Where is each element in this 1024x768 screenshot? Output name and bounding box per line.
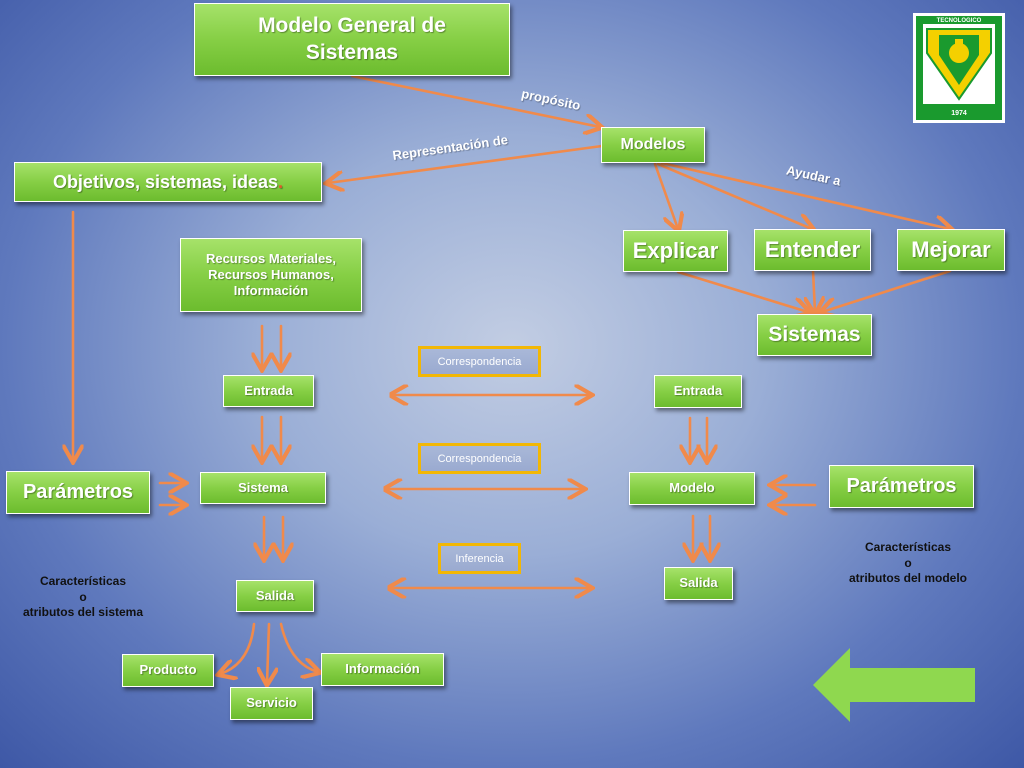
note-right-line2: o <box>904 555 912 570</box>
node-objetivos[interactable]: Objetivos, sistemas, ideas. <box>14 162 322 202</box>
node-parametros-right[interactable]: Parámetros <box>829 465 974 508</box>
note-right-line3: atributos del modelo <box>848 571 967 586</box>
back-arrow-icon[interactable] <box>813 648 975 722</box>
node-producto[interactable]: Producto <box>122 654 214 687</box>
note-left: Características o atributos del sistema <box>10 574 156 621</box>
node-entender[interactable]: Entender <box>754 229 871 271</box>
arrow-explicar-sistemas <box>676 270 808 312</box>
arrow-modelos-entender <box>656 162 812 229</box>
institute-logo: TECNOLOGICO 1974 <box>913 13 1005 123</box>
node-salida-right[interactable]: Salida <box>664 567 733 600</box>
arrow-mejorar-sistemas <box>822 269 952 312</box>
arrow-entender-sistemas <box>813 269 815 312</box>
recursos-line1: Recursos Materiales, <box>205 250 337 266</box>
arrow-modelos-explicar <box>653 162 678 229</box>
node-recursos[interactable]: Recursos Materiales, Recursos Humanos, I… <box>180 238 362 312</box>
node-parametros-left[interactable]: Parámetros <box>6 471 150 514</box>
node-sistemas[interactable]: Sistemas <box>757 314 872 356</box>
arrow-representacion <box>328 144 604 183</box>
node-modelos[interactable]: Modelos <box>601 127 705 163</box>
svg-text:TECNOLOGICO: TECNOLOGICO <box>937 18 982 24</box>
tag-inferencia: Inferencia <box>438 543 521 574</box>
recursos-line3: Información <box>233 283 309 299</box>
node-explicar[interactable]: Explicar <box>623 230 728 272</box>
recursos-line2: Recursos Humanos, <box>208 266 334 282</box>
tag-correspondencia-2: Correspondencia <box>418 443 541 474</box>
arrow-proposito <box>350 74 600 127</box>
note-right-line1: Características <box>864 540 952 554</box>
tag-correspondencia-1: Correspondencia <box>418 346 541 377</box>
node-salida-left[interactable]: Salida <box>236 580 314 612</box>
node-mejorar[interactable]: Mejorar <box>897 229 1005 271</box>
note-left-line2: o <box>79 589 87 604</box>
node-entrada-right[interactable]: Entrada <box>654 375 742 408</box>
node-modelo[interactable]: Modelo <box>629 472 755 505</box>
node-entrada-left[interactable]: Entrada <box>223 375 314 407</box>
svg-text:1974: 1974 <box>951 110 967 117</box>
note-left-line3: atributos del sistema <box>22 605 144 620</box>
node-sistema[interactable]: Sistema <box>200 472 326 504</box>
note-right: Características o atributos del modelo <box>833 540 983 587</box>
objetivos-label: Objetivos, sistemas, ideas <box>52 171 279 192</box>
node-informacion[interactable]: Información <box>321 653 444 686</box>
title-line2: Sistemas <box>305 40 399 64</box>
node-servicio[interactable]: Servicio <box>230 687 313 720</box>
objetivos-dot: . <box>278 171 284 192</box>
note-left-line1: Características <box>39 574 127 588</box>
title-line1: Modelo General de <box>258 14 446 38</box>
arrow-modelos-mejorar <box>660 161 950 229</box>
title-box[interactable]: Modelo General de Sistemas <box>194 3 510 76</box>
